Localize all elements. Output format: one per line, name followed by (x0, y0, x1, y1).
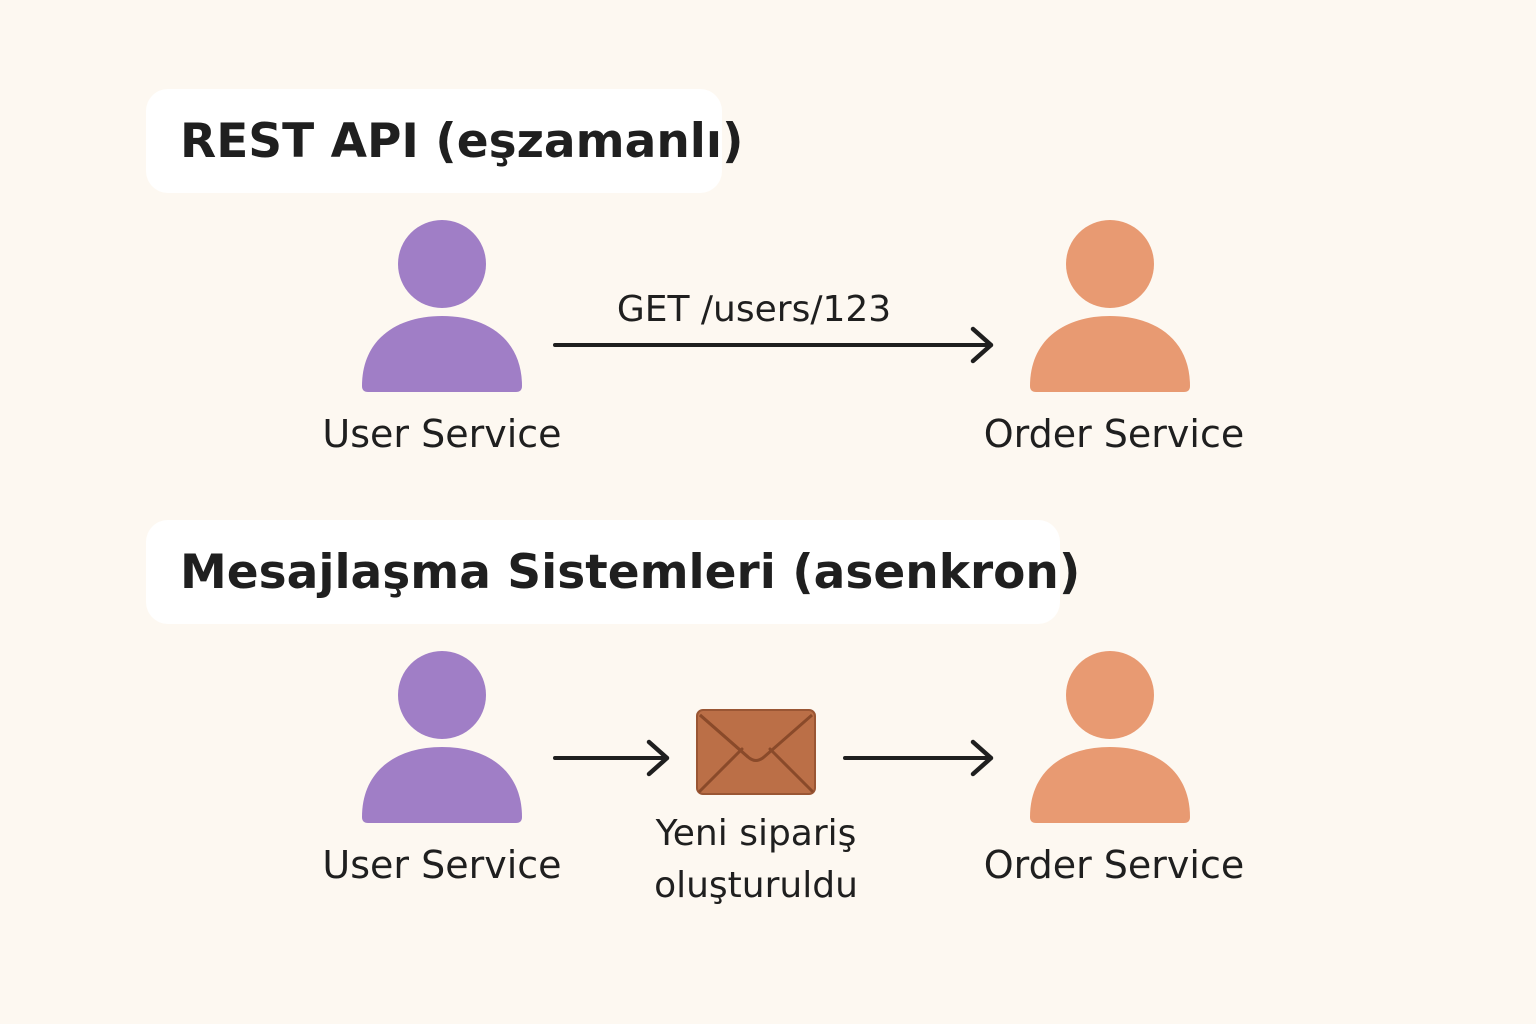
rest-sender-label: User Service (322, 412, 562, 456)
message-caption-line2: oluşturuldu (654, 865, 858, 906)
messaging-receiver-label: Order Service (983, 843, 1245, 887)
section-title-rest: REST API (eşzamanlı) (146, 89, 744, 193)
order-service-person-icon (1028, 220, 1192, 394)
message-caption: Yeni sipariş oluşturuldu (654, 808, 858, 912)
messaging-arrow-right-icon (843, 738, 999, 780)
messaging-sender-label: User Service (322, 843, 562, 887)
user-service-person-icon (360, 651, 524, 825)
envelope-icon (696, 709, 816, 795)
section-title-rest-text: REST API (eşzamanlı) (180, 113, 744, 169)
rest-arrow-right-icon (553, 325, 999, 367)
message-caption-line1: Yeni sipariş (655, 813, 857, 854)
section-title-messaging: Mesajlaşma Sistemleri (asenkron) (146, 520, 1080, 624)
rest-request-label: GET /users/123 (616, 289, 892, 330)
section-title-messaging-text: Mesajlaşma Sistemleri (asenkron) (180, 544, 1081, 600)
rest-receiver-label: Order Service (983, 412, 1245, 456)
order-service-person-icon (1028, 651, 1192, 825)
messaging-arrow-right-icon (553, 738, 677, 780)
user-service-person-icon (360, 220, 524, 394)
